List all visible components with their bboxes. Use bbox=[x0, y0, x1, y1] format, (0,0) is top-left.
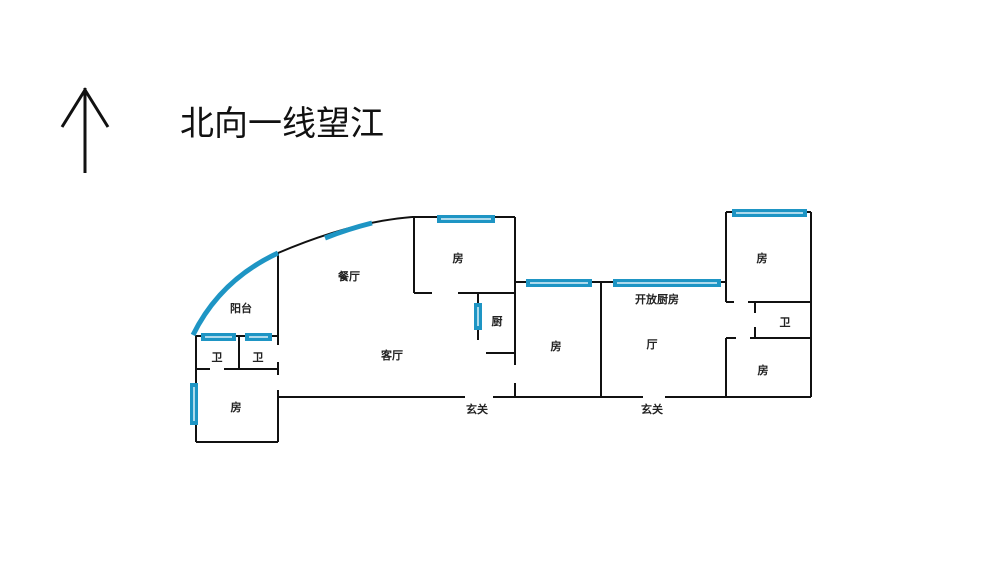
room-bath-1: 卫 bbox=[212, 351, 223, 364]
walls bbox=[195, 211, 812, 443]
room-bath-3: 卫 bbox=[780, 316, 791, 329]
room-bedroom-mid-top: 房 bbox=[453, 251, 464, 265]
room-open-kitchen: 开放厨房 bbox=[635, 292, 679, 306]
room-entry-2: 玄关 bbox=[641, 402, 663, 416]
plan-title: 北向一线望江 bbox=[180, 104, 384, 144]
north-arrow-icon bbox=[60, 87, 110, 173]
windows bbox=[190, 209, 807, 425]
room-bedroom-right-bottom: 房 bbox=[758, 363, 769, 377]
room-living: 客厅 bbox=[380, 348, 403, 362]
room-balcony: 阳台 bbox=[230, 301, 252, 315]
room-kitchen: 厨 bbox=[492, 315, 503, 328]
room-bedroom-mid: 房 bbox=[551, 339, 562, 353]
room-bedroom-left: 房 bbox=[231, 400, 242, 414]
room-entry-1: 玄关 bbox=[466, 402, 488, 416]
room-bedroom-right-top: 房 bbox=[757, 251, 768, 265]
room-bath-2: 卫 bbox=[253, 351, 264, 364]
room-hall: 厅 bbox=[647, 338, 658, 351]
room-dining: 餐厅 bbox=[337, 269, 360, 283]
